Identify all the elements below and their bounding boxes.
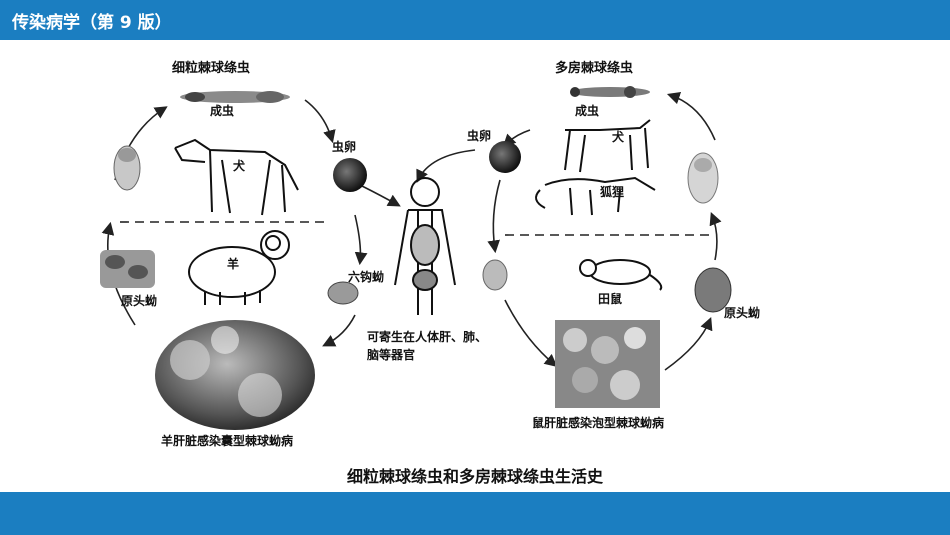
left-adult-label: 成虫 — [210, 104, 235, 118]
human-body-icon — [394, 177, 456, 315]
sheep-liver-mass — [155, 320, 315, 430]
sheep-label: 羊 — [227, 257, 240, 271]
right-egg — [489, 141, 521, 173]
vole-icon — [579, 259, 663, 291]
arrow-right-lower — [664, 317, 713, 371]
fox-label: 狐狸 — [600, 185, 625, 199]
arrow-egg-to-larva-right — [487, 179, 501, 254]
right-protoscolex-lower — [694, 267, 732, 313]
left-protoscolex-upper — [113, 145, 141, 191]
left-sheep-icon — [188, 230, 290, 305]
vole-liver-caption: 鼠肝脏感染泡型棘球蚴病 — [532, 416, 665, 430]
right-cycle-title: 多房棘球绦虫 — [555, 61, 634, 76]
right-dog-label: 犬 — [612, 130, 625, 144]
arrow-egg-to-hexacanth — [354, 214, 368, 266]
fox-icon — [535, 176, 656, 216]
arrow-to-sheep-liver — [322, 314, 356, 347]
header-bar: 传染病学（第 9 版） — [0, 0, 950, 40]
left-egg-label: 虫卵 — [332, 140, 357, 154]
figure-caption: 细粒棘球绦虫和多房棘球绦虫生活史 — [346, 467, 603, 486]
arrow-left-egg-to-human — [359, 184, 401, 207]
vole-liver-texture — [555, 320, 660, 408]
left-protoscolex-lower — [100, 250, 155, 288]
left-dog-icon — [174, 138, 299, 216]
left-egg — [333, 158, 367, 192]
left-protoscolex-label: 原头蚴 — [121, 294, 158, 308]
human-note-line2: 脑等器官 — [367, 348, 416, 362]
human-note-line1: 可寄生在人体肝、肺、 — [367, 330, 488, 344]
page-title: 传染病学（第 9 版） — [12, 13, 172, 33]
sheep-liver-caption: 羊肝脏感染囊型棘球蚴病 — [161, 434, 294, 448]
right-egg-label: 虫卵 — [467, 129, 492, 143]
right-protoscolex-label: 原头蚴 — [724, 306, 761, 320]
left-dog-label: 犬 — [233, 159, 246, 173]
hexacanth-larva — [327, 281, 359, 305]
right-adult-label: 成虫 — [575, 104, 600, 118]
right-larva — [482, 259, 508, 291]
hexacanth-label: 六钩蚴 — [348, 270, 385, 284]
vole-label: 田鼠 — [598, 292, 623, 306]
arrow-right-egg-to-human — [416, 149, 476, 183]
right-dog-icon — [564, 119, 651, 173]
arrow-right-upper — [666, 91, 716, 141]
left-adult-worm — [180, 91, 290, 103]
arrow-to-vole-liver — [504, 299, 558, 368]
arrow-right-mid — [709, 212, 722, 261]
left-cycle-title: 细粒棘球绦虫 — [172, 61, 251, 76]
right-protoscolex-upper — [687, 152, 719, 204]
right-adult-worm — [570, 86, 650, 98]
footer-bar — [0, 492, 950, 535]
arrow-adult-to-egg — [304, 99, 336, 144]
